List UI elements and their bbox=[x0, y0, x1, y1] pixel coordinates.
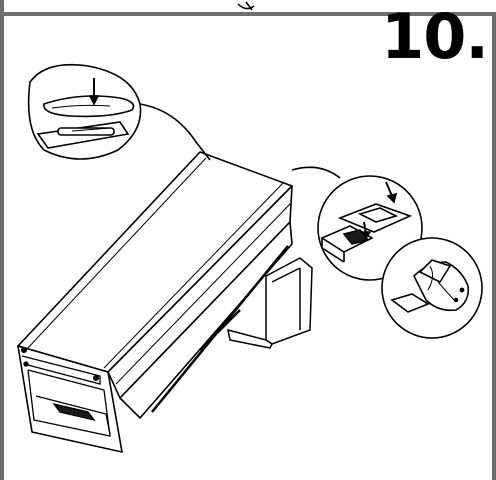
carton-block bbox=[227, 257, 313, 349]
cabinet-front-details bbox=[20, 346, 111, 437]
cabinet-body bbox=[17, 151, 293, 453]
callout-foam-pad-detail bbox=[381, 237, 483, 339]
callout-strap-detail bbox=[27, 63, 211, 161]
step-number: 10. bbox=[381, 0, 489, 73]
previous-step-fragment bbox=[237, 1, 255, 11]
